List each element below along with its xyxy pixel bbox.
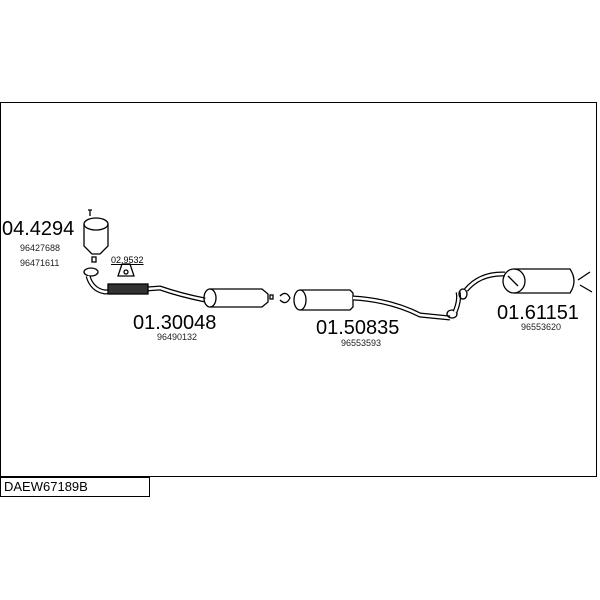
- part-number: 02.9532: [111, 255, 144, 265]
- gasket-drawing: [117, 263, 135, 277]
- oem-number: 96490132: [157, 332, 198, 342]
- oem-number: 96427688: [20, 243, 61, 253]
- oem-number: 96471611: [20, 258, 60, 268]
- part-number: 01.50835: [316, 317, 400, 339]
- part-number: 04.4294: [2, 218, 75, 240]
- oem-number: 96553593: [341, 338, 382, 348]
- diagram-code-text: DAEW67189B: [4, 479, 88, 494]
- part-number: 01.30048: [133, 312, 217, 334]
- diagram-frame: [0, 102, 597, 477]
- catalytic-converter-drawing: [83, 209, 109, 263]
- part-number: 01.61151: [497, 302, 579, 324]
- diagram-code: DAEW67189B: [0, 477, 150, 497]
- oem-number: 96553620: [521, 322, 562, 332]
